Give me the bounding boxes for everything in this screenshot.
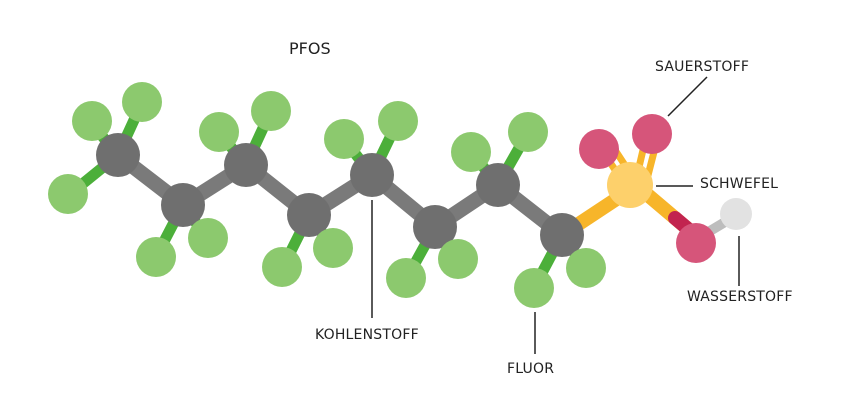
- sulfur-atom: [607, 162, 653, 208]
- label-oxygen: SAUERSTOFF: [655, 59, 750, 75]
- fluorine-atoms: [48, 82, 606, 308]
- oxygen-atoms: [579, 114, 716, 263]
- label-carbon: KOHLENSTOFF: [315, 327, 419, 343]
- carbon-atoms: [96, 133, 584, 257]
- diagram-title: PFOS: [289, 39, 331, 58]
- hydrogen-atom: [720, 198, 752, 230]
- label-fluorine: FLUOR: [507, 361, 555, 377]
- leader-lines: [371, 76, 740, 354]
- label-sulfur: SCHWEFEL: [700, 176, 779, 192]
- label-hydrogen: WASSERSTOFF: [687, 289, 793, 305]
